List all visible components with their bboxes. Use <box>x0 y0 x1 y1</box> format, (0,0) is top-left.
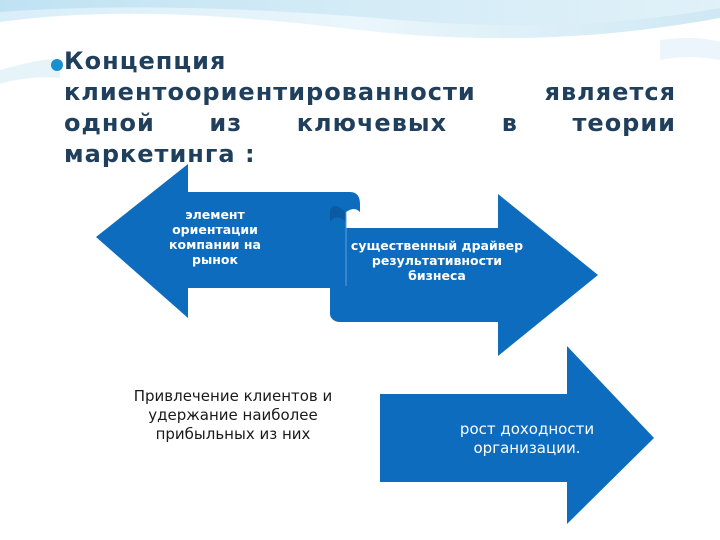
bottom-left-panel <box>90 380 380 494</box>
left-arrow-label: элемент ориентации компании на рынок <box>169 207 261 267</box>
slide-heading: Концепция клиентоориентированности являе… <box>64 46 676 170</box>
bullet-icon <box>51 59 63 71</box>
heading-line-3: одной из ключевых в теории <box>64 109 676 137</box>
left-arrow-shape <box>96 164 360 318</box>
heading-line-4: маркетинга : <box>64 140 256 168</box>
heading-line-2: клиентоориентированности является <box>64 78 676 106</box>
right-arrow-label: существенный драйвер результативности би… <box>350 238 524 283</box>
bottom-right-label: рост доходности организации. <box>459 420 595 457</box>
heading-line-1: Концепция <box>64 47 227 75</box>
bottom-left-label: Привлечение клиентов и удержание наиболе… <box>133 387 333 443</box>
right-arrow-shape <box>330 194 598 356</box>
